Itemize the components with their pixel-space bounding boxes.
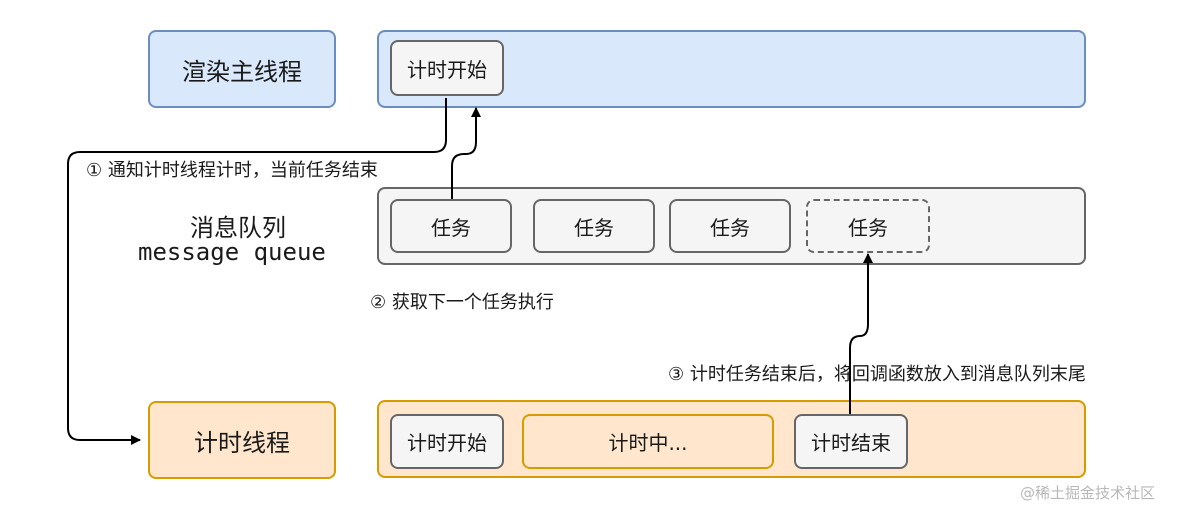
queue-task-label: 任务: [574, 215, 614, 240]
timer-end-box: 计时结束: [794, 414, 908, 469]
step3-label: ③ 计时任务结束后，将回调函数放入到消息队列末尾: [668, 364, 1086, 385]
queue-task: 任务: [669, 199, 791, 253]
timer-start-label: 计时开始: [407, 431, 487, 455]
watermark: @稀土掘金技术社区: [1020, 484, 1156, 502]
timer-running-box: 计时中...: [522, 414, 774, 469]
timer-end-label: 计时结束: [811, 431, 891, 455]
timer-running-label: 计时中...: [608, 431, 688, 455]
arrow-fetch-next: [451, 107, 481, 199]
timer-thread-label-box: 计时线程: [148, 401, 336, 479]
message-queue-label-en: message queue: [138, 238, 326, 266]
arrow-callback-enqueue: [849, 253, 873, 414]
queue-task-label: 任务: [431, 215, 471, 240]
timer-start-box: 计时开始: [390, 414, 504, 469]
render-thread-task-label: 计时开始: [407, 57, 487, 82]
render-thread-label-box: 渲染主线程: [148, 30, 336, 108]
step1-label: ① 通知计时线程计时，当前任务结束: [86, 160, 378, 181]
arrow-notify-timer: [67, 98, 447, 445]
render-thread-label: 渲染主线程: [182, 57, 302, 86]
queue-task-label: 任务: [848, 215, 888, 240]
queue-task: 任务: [533, 199, 655, 253]
queue-task-label: 任务: [710, 215, 750, 240]
timer-thread-label: 计时线程: [194, 428, 290, 457]
message-queue-label-cn: 消息队列: [190, 214, 286, 242]
queue-task-pending: 任务: [806, 199, 930, 253]
step2-label: ② 获取下一个任务执行: [370, 292, 554, 313]
queue-task: 任务: [390, 199, 512, 253]
render-thread-task: 计时开始: [390, 40, 504, 96]
